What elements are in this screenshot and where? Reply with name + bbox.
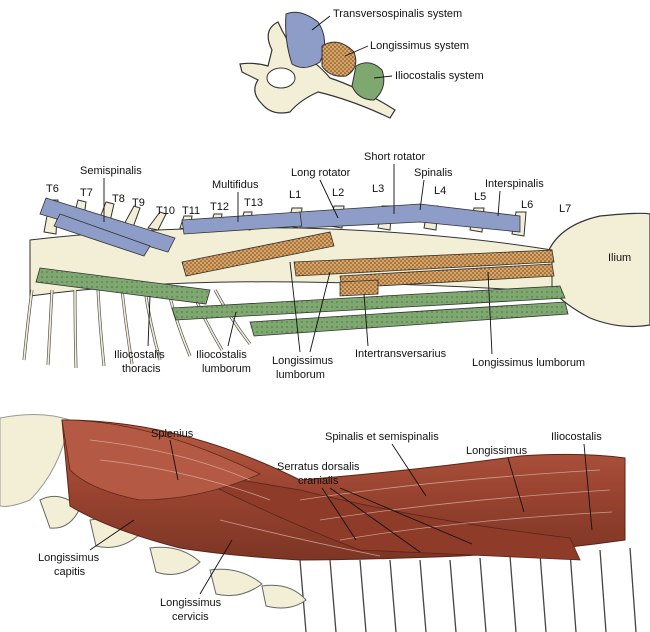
label-semispinalis: Semispinalis bbox=[80, 165, 142, 177]
label-intertransversarius: Intertransversarius bbox=[355, 348, 447, 360]
intertransversarius-band bbox=[339, 279, 379, 297]
label-longissimus-cervicis-2: cervicis bbox=[172, 611, 209, 623]
label-iliocostalis-thoracis-1: Iliocostalis bbox=[114, 349, 165, 361]
label-longissimus-lumborum-2: lumborum bbox=[276, 369, 325, 381]
label-ilium: Ilium bbox=[608, 252, 631, 264]
leader-longissimus-lumborum-b bbox=[309, 271, 331, 353]
leader-iliocostalis bbox=[373, 75, 393, 79]
leader-serratus-a bbox=[321, 487, 357, 541]
leader-longissimus-capitis bbox=[89, 519, 135, 551]
iliocostalis-thoracis-band bbox=[35, 267, 211, 305]
label-longissimus-lumborum-1: Longissimus bbox=[272, 355, 334, 367]
longissimus-section bbox=[321, 41, 357, 77]
label-spinalis-semispinalis: Spinalis et semispinalis bbox=[325, 431, 439, 443]
splenius-muscle bbox=[61, 419, 261, 501]
ilium-bone bbox=[547, 212, 650, 328]
label-l6: L6 bbox=[521, 199, 533, 211]
label-splenius: Splenius bbox=[151, 428, 194, 440]
leader-spinalis-semispinalis bbox=[391, 443, 427, 497]
iliocostalis-lumborum-band-1 bbox=[171, 285, 566, 321]
label-iliocostalis-lumborum-2: lumborum bbox=[202, 363, 251, 375]
longissimus-band-2 bbox=[293, 249, 555, 277]
transversospinalis-section bbox=[285, 11, 325, 68]
leader-intertransversarius bbox=[363, 293, 369, 347]
label-l4: L4 bbox=[434, 185, 446, 197]
rotator-band bbox=[299, 203, 521, 233]
leader-interspinalis bbox=[497, 190, 501, 217]
leader-spinalis bbox=[419, 179, 425, 211]
cross-section-diagram: Transversospinalis system Longissimus sy… bbox=[239, 8, 484, 119]
label-t10: T10 bbox=[156, 205, 175, 217]
label-iliocostalis-thoracis-2: thoracis bbox=[122, 363, 161, 375]
label-iliocostalis: Iliocostalis bbox=[551, 431, 602, 443]
longissimus-band-1 bbox=[181, 231, 335, 277]
label-l3: L3 bbox=[372, 183, 384, 195]
iliocostalis-section bbox=[351, 62, 385, 101]
label-iliocostalis-lumborum-1: Iliocostalis bbox=[196, 349, 247, 361]
label-long-rotator: Long rotator bbox=[291, 167, 351, 179]
label-multifidus: Multifidus bbox=[212, 179, 259, 191]
leader-long-rotator bbox=[319, 179, 339, 219]
label-longissimus-capitis-2: capitis bbox=[54, 566, 86, 578]
label-t7: T7 bbox=[80, 187, 93, 199]
label-longissimus: Longissimus bbox=[466, 445, 528, 457]
label-t13: T13 bbox=[244, 197, 263, 209]
leader-iliocostalis-thoracis bbox=[147, 295, 151, 347]
iliocostalis-lumborum-band-2 bbox=[249, 301, 569, 337]
spine-diagram: T6 T7 T8 T9 T10 T11 T12 T13 L1 L2 L3 L4 … bbox=[22, 151, 650, 381]
lower-ribs bbox=[299, 547, 637, 632]
leader-longissimus-lumborum-a bbox=[289, 261, 301, 353]
skull-region bbox=[0, 413, 71, 507]
leader-iliocostalis bbox=[583, 443, 593, 531]
label-l5: L5 bbox=[474, 191, 486, 203]
label-spinalis: Spinalis bbox=[414, 167, 453, 179]
leader-longissimus bbox=[507, 457, 525, 513]
label-t9: T9 bbox=[132, 197, 145, 209]
label-t12: T12 bbox=[210, 201, 229, 213]
label-transversospinalis-system: Transversospinalis system bbox=[333, 8, 462, 20]
label-longissimus-lumborum-right: Longissimus lumborum bbox=[472, 357, 585, 369]
label-t6: T6 bbox=[46, 183, 59, 195]
label-serratus-1: Serratus dorsalis bbox=[277, 461, 360, 473]
leader-longissimus bbox=[344, 45, 369, 57]
leader-iliocostalis-lumborum bbox=[227, 311, 237, 347]
leader-serratus-c bbox=[339, 487, 473, 545]
label-longissimus-capitis-1: Longissimus bbox=[38, 552, 100, 564]
label-t11: T11 bbox=[182, 205, 200, 217]
label-longissimus-cervicis-1: Longissimus bbox=[160, 597, 222, 609]
muscle-illustration: Splenius Spinalis et semispinalis Longis… bbox=[0, 413, 637, 632]
label-short-rotator: Short rotator bbox=[364, 151, 425, 163]
serratus-muscle bbox=[179, 469, 581, 561]
label-l2: L2 bbox=[332, 187, 344, 199]
label-serratus-2: cranialis bbox=[298, 475, 339, 487]
leader-transversospinalis bbox=[311, 15, 331, 31]
semispinalis-bands bbox=[39, 197, 176, 257]
label-l1: L1 bbox=[289, 189, 301, 201]
leader-splenius bbox=[169, 439, 179, 481]
vertebral-body bbox=[266, 67, 296, 89]
muscle-fibres bbox=[89, 439, 613, 557]
leader-longissimus-lumborum-right bbox=[487, 271, 493, 355]
label-longissimus-system: Longissimus system bbox=[370, 40, 469, 52]
label-iliocostalis-system: Iliocostalis system bbox=[395, 70, 484, 82]
label-l7: L7 bbox=[559, 203, 571, 215]
label-interspinalis: Interspinalis bbox=[485, 178, 544, 190]
leader-longissimus-cervicis bbox=[199, 539, 233, 595]
ribs-fill bbox=[23, 289, 251, 369]
label-t8: T8 bbox=[112, 193, 125, 205]
leader-serratus-b bbox=[329, 487, 421, 553]
